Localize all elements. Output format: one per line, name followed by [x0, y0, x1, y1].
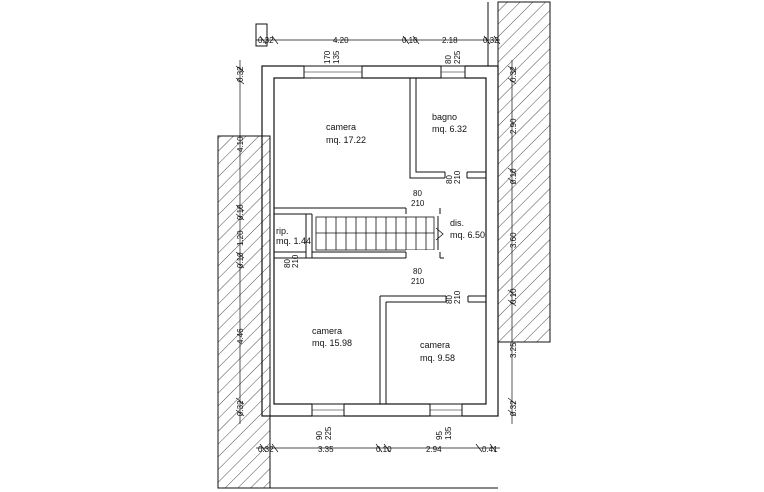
- win-top-2-h: 225: [453, 50, 462, 64]
- dim-bottom-1: 3.35: [318, 445, 334, 454]
- door-rip-w: 80: [283, 259, 292, 268]
- win-bottom-1-w: 90: [315, 431, 324, 440]
- dimension-lines: [235, 35, 517, 453]
- camera-right-area: mq. 9.58: [420, 353, 455, 363]
- opening-annotations: 170 135 80 225 80 210 80 210 80 210 80 2…: [283, 50, 462, 440]
- dim-left-6: 0.32: [236, 400, 245, 416]
- dim-right-3: 3.60: [509, 232, 518, 248]
- dim-left-3: 1.20: [236, 230, 245, 246]
- bagno-area: mq. 6.32: [432, 124, 467, 134]
- dim-bottom-2: 0.10: [376, 445, 392, 454]
- dim-top-1: 4.20: [333, 36, 349, 45]
- door-camera-right-w: 80: [445, 295, 454, 304]
- camera-right-name: camera: [420, 340, 450, 350]
- dim-top-2: 0.10: [402, 36, 418, 45]
- door-gaps: [406, 170, 468, 304]
- adjacent-walls: [217, 1, 551, 489]
- dim-right-1: 2.90: [509, 118, 518, 134]
- camera-left-area: mq. 15.98: [312, 338, 352, 348]
- stair-box: [315, 216, 435, 251]
- dim-left-4: 0.10: [236, 252, 245, 268]
- door-camera-left-h: 210: [411, 277, 425, 286]
- dim-right-6: 0.32: [509, 400, 518, 416]
- door-rip-h: 210: [291, 254, 300, 268]
- outer-wall: [261, 65, 499, 417]
- dim-right-2: 0.10: [509, 168, 518, 184]
- camera-top-area: mq. 17.22: [326, 135, 366, 145]
- dim-right-0: 0.32: [509, 66, 518, 82]
- rip-area: mq. 1.44: [276, 236, 311, 246]
- win-bottom-2-w: 95: [435, 431, 444, 440]
- hatched-wall-left: [217, 135, 271, 489]
- win-bottom-1-h: 225: [324, 426, 333, 440]
- camera-top-name: camera: [326, 122, 356, 132]
- door-camera-top-h: 210: [411, 199, 425, 208]
- door-bagno-w: 80: [445, 175, 454, 184]
- camera-right-wall: [379, 295, 486, 404]
- door-camera-top-w: 80: [413, 189, 422, 198]
- win-top-1-h: 135: [332, 50, 341, 64]
- dis-name: dis.: [450, 218, 464, 228]
- dim-top-4: 0.32: [483, 36, 499, 45]
- dis-area: mq. 6.50: [450, 230, 485, 240]
- dim-top-0: 0.32: [258, 36, 274, 45]
- dim-left-0: 0.32: [236, 66, 245, 82]
- dim-left-1: 4.10: [236, 136, 245, 152]
- dim-left-5: 4.46: [236, 328, 245, 344]
- stair-arrow: [435, 227, 444, 241]
- door-lines: [405, 172, 469, 302]
- dim-bottom-0: 0.32: [258, 445, 274, 454]
- door-camera-right-h: 210: [453, 290, 462, 304]
- rip-name: rip.: [276, 226, 289, 236]
- dim-right-5: 3.25: [509, 342, 518, 358]
- rip-wall: [274, 214, 313, 259]
- hatched-wall-right: [497, 1, 551, 343]
- dim-bottom-4: 0.41: [482, 445, 498, 454]
- dim-bottom-3: 2.94: [426, 445, 442, 454]
- bagno-name: bagno: [432, 112, 457, 122]
- room-labels: camera mq. 17.22 bagno mq. 6.32 dis. mq.…: [276, 112, 485, 363]
- dim-top-3: 2.18: [442, 36, 458, 45]
- dim-left-2: 0.10: [236, 204, 245, 220]
- win-top-2-w: 80: [444, 55, 453, 64]
- dimension-texts: 0.32 4.20 0.10 2.18 0.32 0.32 3.35 0.10 …: [236, 36, 518, 454]
- dim-right-4: 0.10: [509, 288, 518, 304]
- staircase: [315, 216, 444, 251]
- win-top-1-w: 170: [323, 50, 332, 64]
- camera-left-name: camera: [312, 326, 342, 336]
- windows: [303, 65, 466, 417]
- door-bagno-h: 210: [453, 170, 462, 184]
- win-bottom-2-h: 135: [444, 426, 453, 440]
- door-camera-left-w: 80: [413, 267, 422, 276]
- chimney-block: [255, 23, 268, 47]
